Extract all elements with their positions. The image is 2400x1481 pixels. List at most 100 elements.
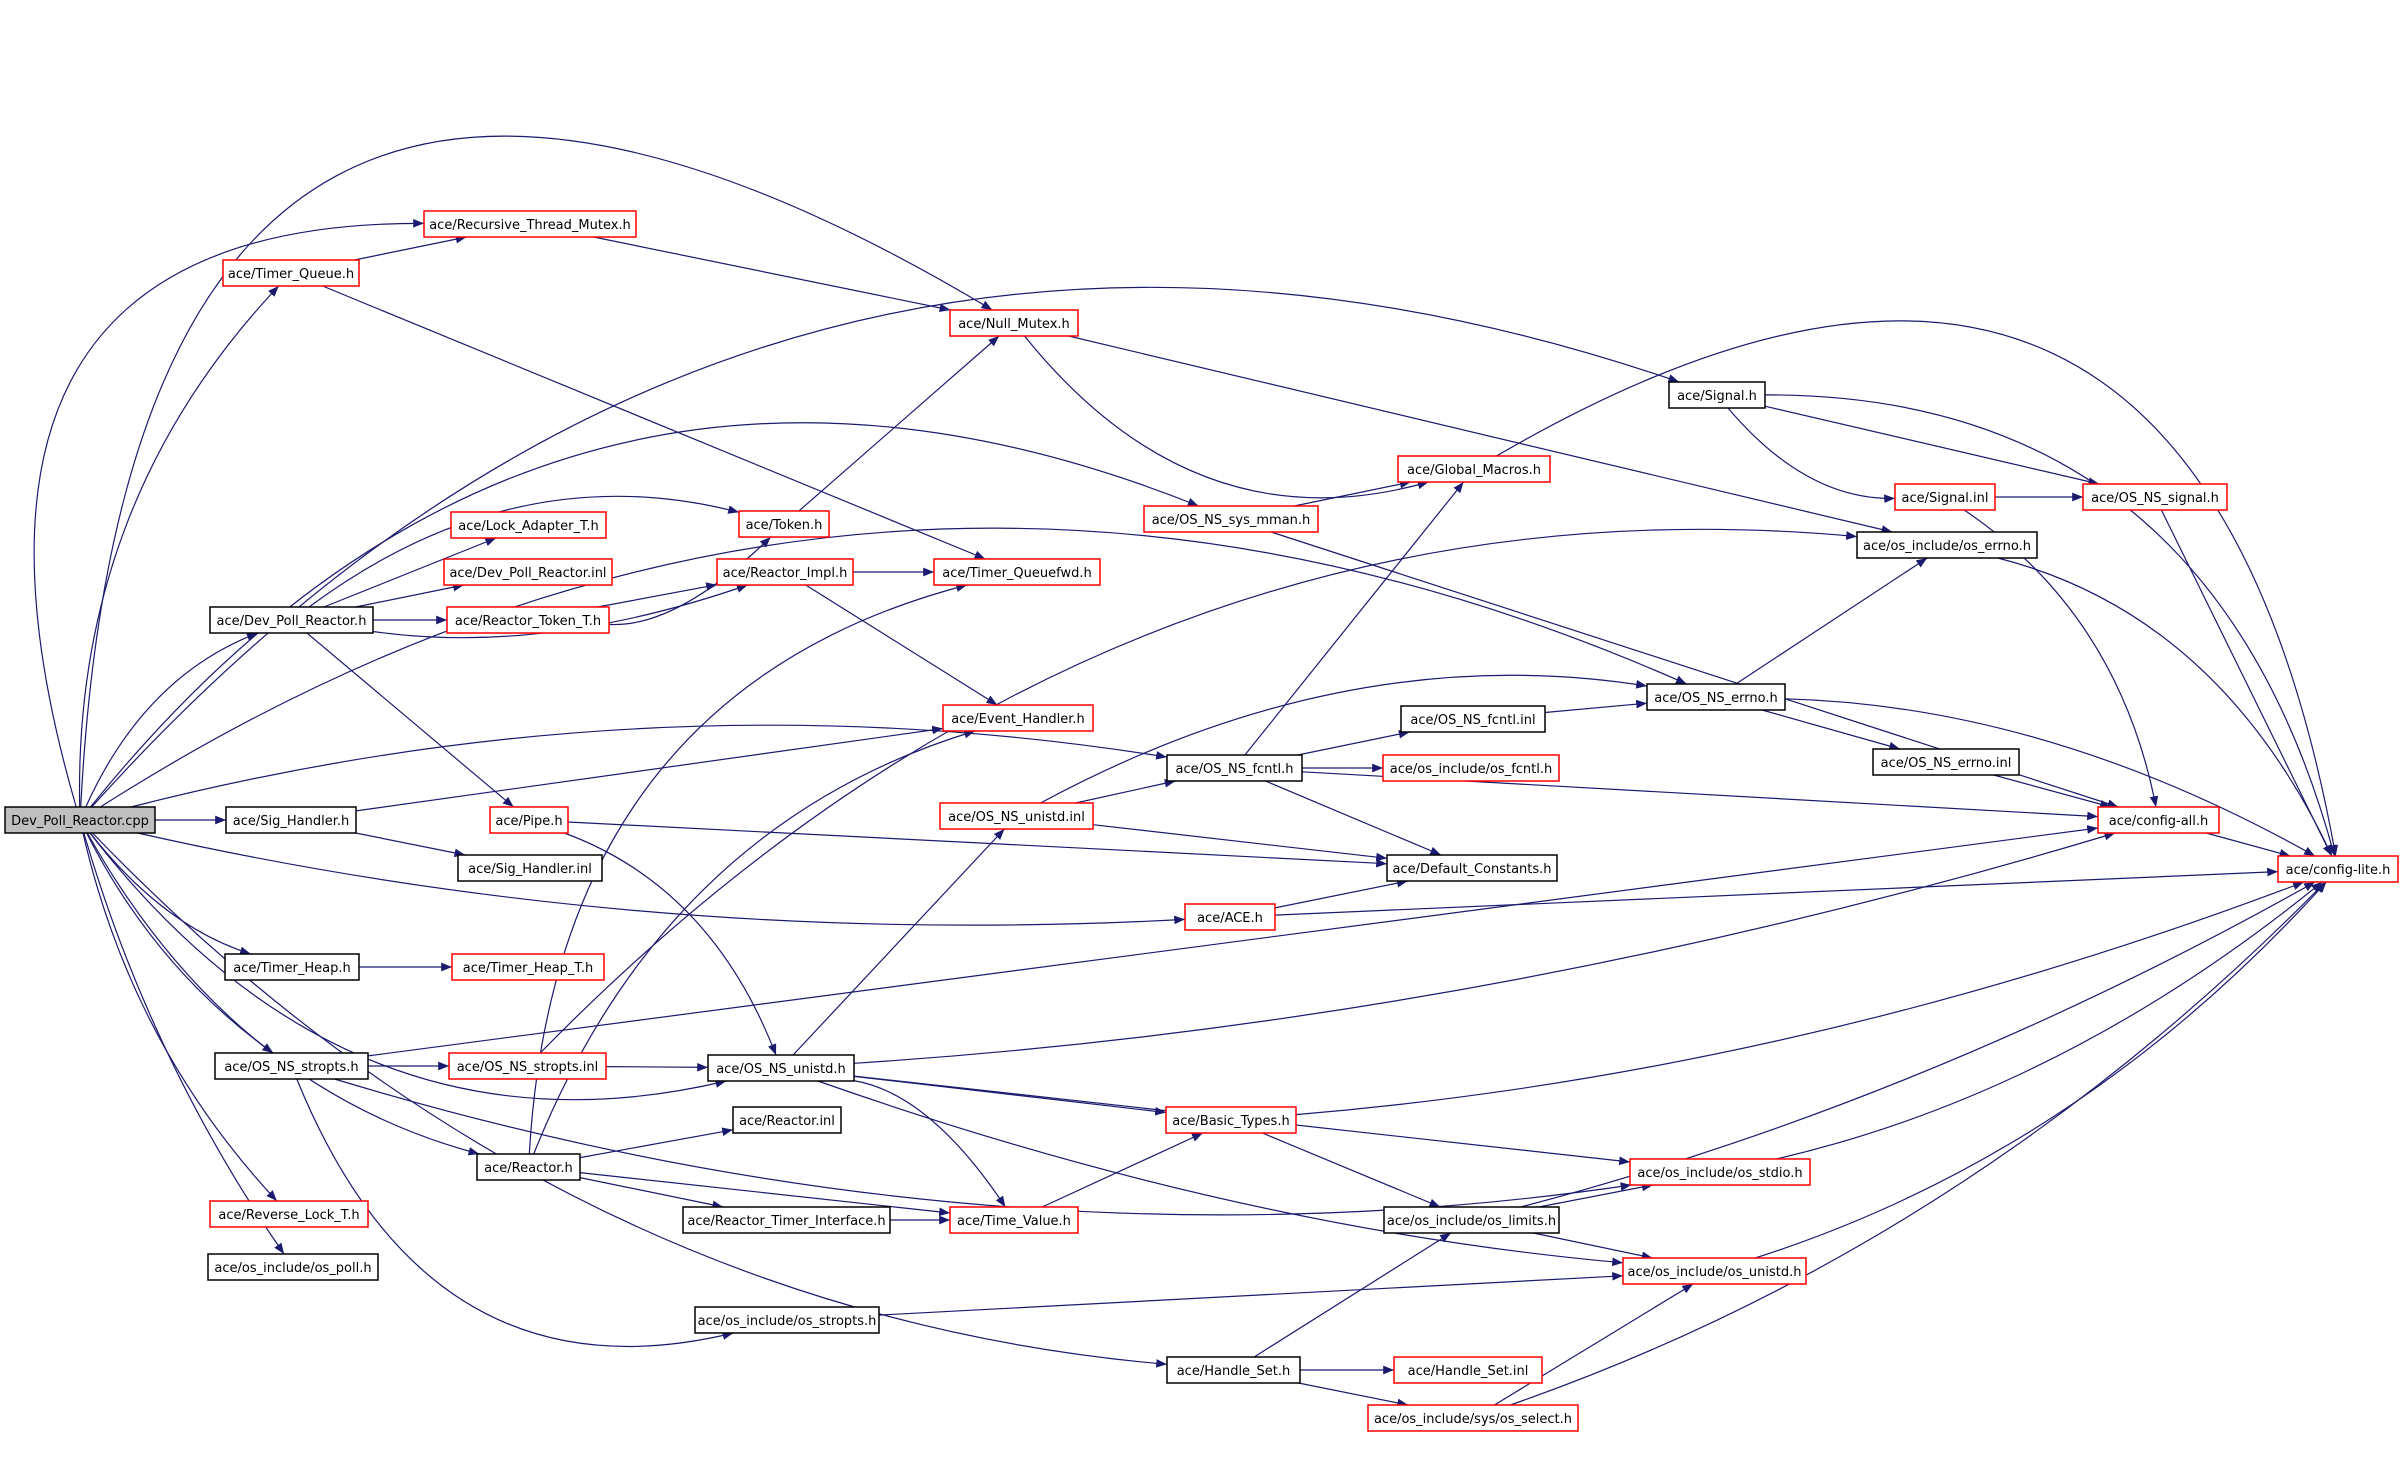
node-os-select-h[interactable]: ace/os_include/sys/os_select.h (1367, 1404, 1579, 1432)
node-config-lite-h[interactable]: ace/config-lite.h (2277, 855, 2399, 883)
node-box[interactable] (1143, 505, 1319, 533)
node-os-ns-signal-h[interactable]: ace/OS_NS_signal.h (2082, 483, 2228, 511)
node-box[interactable] (1383, 1206, 1560, 1234)
node-dev-poll-reactor-cpp[interactable]: Dev_Poll_Reactor.cpp (4, 806, 156, 834)
node-box[interactable] (209, 606, 374, 634)
node-box[interactable] (694, 1306, 880, 1334)
node-os-ns-errno-inl[interactable]: ace/OS_NS_errno.inl (1872, 748, 2020, 776)
node-box[interactable] (949, 309, 1079, 337)
node-timer-queuefwd-h[interactable]: ace/Timer_Queuefwd.h (933, 558, 1101, 586)
node-box[interactable] (1894, 483, 1996, 511)
node-reactor-timer-interface-h[interactable]: ace/Reactor_Timer_Interface.h (682, 1206, 891, 1234)
node-box[interactable] (716, 558, 854, 586)
node-box[interactable] (1393, 1356, 1543, 1384)
node-box[interactable] (939, 802, 1094, 830)
node-null-mutex-h[interactable]: ace/Null_Mutex.h (949, 309, 1079, 337)
node-box[interactable] (1184, 903, 1276, 931)
node-box[interactable] (1668, 381, 1766, 409)
node-box[interactable] (1397, 455, 1551, 483)
node-box[interactable] (443, 558, 613, 586)
node-box[interactable] (1367, 1404, 1579, 1432)
node-reverse-lock-t-h[interactable]: ace/Reverse_Lock_T.h (209, 1200, 369, 1228)
node-box[interactable] (450, 511, 607, 539)
node-os-errno-h[interactable]: ace/os_include/os_errno.h (1856, 531, 2038, 559)
node-os-ns-fcntl-inl[interactable]: ace/OS_NS_fcntl.inl (1400, 705, 1546, 733)
node-reactor-impl-h[interactable]: ace/Reactor_Impl.h (716, 558, 854, 586)
node-default-constants-h[interactable]: ace/Default_Constants.h (1386, 854, 1558, 882)
node-timer-heap-t-h[interactable]: ace/Timer_Heap_T.h (451, 953, 605, 981)
node-dev-poll-reactor-inl[interactable]: ace/Dev_Poll_Reactor.inl (443, 558, 613, 586)
node-basic-types-h[interactable]: ace/Basic_Types.h (1165, 1106, 1297, 1134)
node-box[interactable] (476, 1153, 581, 1181)
node-os-stdio-h[interactable]: ace/os_include/os_stdio.h (1629, 1158, 1811, 1186)
node-signal-h[interactable]: ace/Signal.h (1668, 381, 1766, 409)
node-config-all-h[interactable]: ace/config-all.h (2097, 806, 2220, 834)
node-os-limits-h[interactable]: ace/os_include/os_limits.h (1383, 1206, 1560, 1234)
node-box[interactable] (446, 606, 610, 634)
node-os-fcntl-h[interactable]: ace/os_include/os_fcntl.h (1382, 754, 1560, 782)
node-reactor-token-t-h[interactable]: ace/Reactor_Token_T.h (446, 606, 610, 634)
node-lock-adapter-t-h[interactable]: ace/Lock_Adapter_T.h (450, 511, 607, 539)
node-box[interactable] (1165, 1106, 1297, 1134)
node-box[interactable] (1646, 683, 1786, 711)
node-recursive-thread-mutex-h[interactable]: ace/Recursive_Thread_Mutex.h (423, 210, 637, 238)
node-os-poll-h[interactable]: ace/os_include/os_poll.h (207, 1253, 379, 1281)
node-handle-set-h[interactable]: ace/Handle_Set.h (1166, 1356, 1301, 1384)
node-box[interactable] (738, 510, 830, 538)
node-token-h[interactable]: ace/Token.h (738, 510, 830, 538)
node-box[interactable] (207, 1253, 379, 1281)
node-box[interactable] (949, 1206, 1079, 1234)
node-box[interactable] (1166, 754, 1303, 782)
node-box[interactable] (2082, 483, 2228, 511)
node-box[interactable] (1872, 748, 2020, 776)
node-box[interactable] (942, 704, 1094, 732)
node-time-value-h[interactable]: ace/Time_Value.h (949, 1206, 1079, 1234)
node-box[interactable] (225, 806, 357, 834)
node-box[interactable] (1400, 705, 1546, 733)
node-box[interactable] (423, 210, 637, 238)
node-timer-queue-h[interactable]: ace/Timer_Queue.h (222, 259, 360, 287)
node-os-ns-stropts-inl[interactable]: ace/OS_NS_stropts.inl (448, 1052, 607, 1080)
node-sig-handler-inl[interactable]: ace/Sig_Handler.inl (457, 854, 603, 882)
node-sig-handler-h[interactable]: ace/Sig_Handler.h (225, 806, 357, 834)
node-box[interactable] (222, 259, 360, 287)
node-timer-heap-h[interactable]: ace/Timer_Heap.h (224, 953, 360, 981)
node-box[interactable] (933, 558, 1101, 586)
node-box[interactable] (682, 1206, 891, 1234)
node-box[interactable] (451, 953, 605, 981)
node-box[interactable] (1629, 1158, 1811, 1186)
node-os-ns-unistd-h[interactable]: ace/OS_NS_unistd.h (707, 1054, 855, 1082)
node-ace-h[interactable]: ace/ACE.h (1184, 903, 1276, 931)
node-box[interactable] (707, 1054, 855, 1082)
node-os-ns-fcntl-h[interactable]: ace/OS_NS_fcntl.h (1166, 754, 1303, 782)
node-os-unistd-h[interactable]: ace/os_include/os_unistd.h (1622, 1257, 1807, 1285)
node-box[interactable] (4, 806, 156, 834)
node-handle-set-inl[interactable]: ace/Handle_Set.inl (1393, 1356, 1543, 1384)
node-reactor-inl[interactable]: ace/Reactor.inl (732, 1106, 842, 1134)
node-event-handler-h[interactable]: ace/Event_Handler.h (942, 704, 1094, 732)
node-box[interactable] (489, 806, 569, 834)
node-pipe-h[interactable]: ace/Pipe.h (489, 806, 569, 834)
node-os-ns-unistd-inl[interactable]: ace/OS_NS_unistd.inl (939, 802, 1094, 830)
node-box[interactable] (1166, 1356, 1301, 1384)
node-box[interactable] (448, 1052, 607, 1080)
node-box[interactable] (214, 1052, 369, 1080)
node-os-stropts-h[interactable]: ace/os_include/os_stropts.h (694, 1306, 880, 1334)
node-os-ns-errno-h[interactable]: ace/OS_NS_errno.h (1646, 683, 1786, 711)
node-box[interactable] (732, 1106, 842, 1134)
node-signal-inl[interactable]: ace/Signal.inl (1894, 483, 1996, 511)
node-box[interactable] (457, 854, 603, 882)
node-box[interactable] (224, 953, 360, 981)
node-box[interactable] (1622, 1257, 1807, 1285)
node-box[interactable] (209, 1200, 369, 1228)
node-global-macros-h[interactable]: ace/Global_Macros.h (1397, 455, 1551, 483)
node-reactor-h[interactable]: ace/Reactor.h (476, 1153, 581, 1181)
node-box[interactable] (1382, 754, 1560, 782)
node-box[interactable] (2277, 855, 2399, 883)
node-os-ns-sys-mman-h[interactable]: ace/OS_NS_sys_mman.h (1143, 505, 1319, 533)
node-box[interactable] (1856, 531, 2038, 559)
node-os-ns-stropts-h[interactable]: ace/OS_NS_stropts.h (214, 1052, 369, 1080)
node-dev-poll-reactor-h[interactable]: ace/Dev_Poll_Reactor.h (209, 606, 374, 634)
node-box[interactable] (2097, 806, 2220, 834)
node-box[interactable] (1386, 854, 1558, 882)
